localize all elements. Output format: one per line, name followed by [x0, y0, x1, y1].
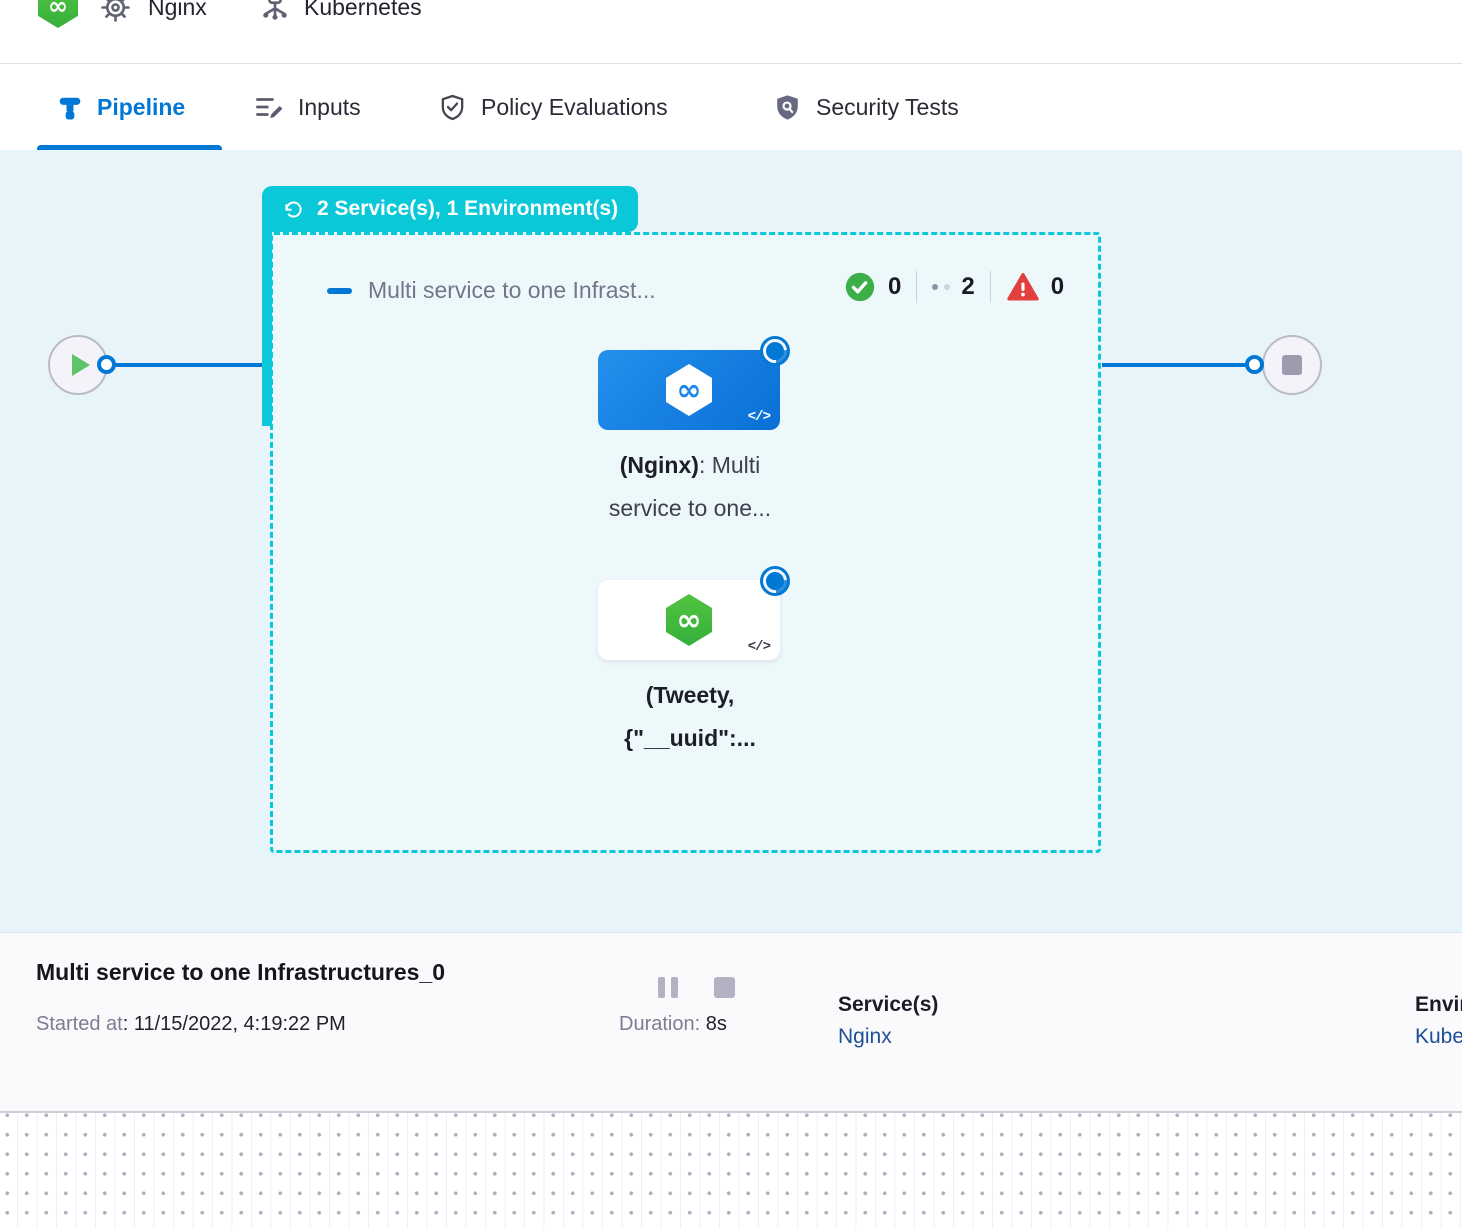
edge-connector-dot	[1245, 355, 1264, 374]
environments-column: Environment(s) Kubernetes	[1415, 993, 1462, 1049]
shield-check-icon	[438, 93, 467, 122]
stage-node-tweety[interactable]: ∞ </>	[598, 566, 790, 660]
environment-kubernetes-link[interactable]: Kubernetes	[1415, 1025, 1462, 1048]
success-count: 0	[888, 273, 902, 300]
code-icon: </>	[747, 639, 771, 655]
failed-count: 0	[1050, 273, 1065, 300]
tab-inputs-label: Inputs	[298, 93, 361, 120]
stop-icon	[1282, 355, 1302, 375]
active-tab-indicator	[37, 145, 222, 150]
running-spinner-icon	[760, 336, 790, 366]
pause-button[interactable]	[658, 977, 678, 998]
edge-stage-to-end	[1102, 363, 1250, 367]
started-at-text: Started at: 11/15/2022, 4:19:22 PM	[36, 1013, 346, 1035]
stage-node-tweety-label: (Tweety, {"__uuid":...	[624, 682, 756, 751]
breadcrumb: ∞ Nginx Kubernetes	[0, 0, 1462, 64]
divider	[916, 271, 918, 303]
tab-inputs[interactable]: Inputs	[254, 64, 361, 150]
tab-bar: Pipeline Inputs Policy Evaluations	[0, 64, 1462, 150]
pipeline-icon	[57, 94, 83, 120]
tab-security-tests[interactable]: Security Tests	[773, 64, 959, 150]
loop-icon	[282, 198, 305, 221]
warning-triangle-icon	[1006, 270, 1040, 304]
inputs-icon	[254, 93, 284, 121]
edge-connector-dot	[97, 355, 116, 374]
code-icon: </>	[747, 409, 771, 425]
tab-pipeline-label: Pipeline	[97, 93, 186, 120]
running-count: 2	[961, 273, 975, 300]
gear-icon	[99, 0, 132, 24]
execution-summary-bar: Multi service to one Infrastructures_0 S…	[0, 932, 1462, 1113]
breadcrumb-item-kubernetes[interactable]: Kubernetes	[304, 0, 422, 20]
edge-start-to-stage	[106, 363, 263, 367]
stage-title: Multi service to one Infrast...	[368, 277, 656, 303]
pipeline-end-node	[1262, 335, 1322, 395]
harness-service-icon: ∞	[666, 594, 712, 646]
tab-policy-evaluations-label: Policy Evaluations	[481, 93, 668, 120]
harness-service-icon: ∞	[666, 364, 712, 416]
stage-node-nginx-label: (Nginx): Multi service to one...	[608, 452, 772, 521]
canvas-dot-grid	[0, 1113, 1462, 1228]
shield-scan-icon	[773, 93, 802, 122]
services-label: Service(s)	[838, 993, 939, 1016]
breadcrumb-item-nginx[interactable]: Nginx	[148, 0, 207, 20]
duration-text: Duration: 8s	[619, 1013, 727, 1035]
harness-logo-icon: ∞	[38, 0, 78, 28]
stage-status-counts: 0 2 0	[843, 270, 1064, 304]
stage-node-nginx[interactable]: ∞ </>	[598, 336, 790, 430]
tab-policy-evaluations[interactable]: Policy Evaluations	[438, 64, 668, 150]
divider	[989, 271, 991, 303]
services-column: Service(s) Nginx	[838, 993, 938, 1049]
tab-security-tests-label: Security Tests	[816, 93, 959, 120]
collapse-stage-icon[interactable]	[327, 288, 352, 294]
execution-title: Multi service to one Infrastructures_0	[36, 959, 446, 985]
environments-label: Environment(s)	[1415, 993, 1462, 1016]
environment-icon	[258, 0, 292, 24]
stage-group-left-bar	[262, 230, 272, 426]
stage-group-badge[interactable]: 2 Service(s), 1 Environment(s)	[262, 186, 639, 232]
stage-group-box[interactable]	[270, 232, 1101, 853]
stage-group-badge-label: 2 Service(s), 1 Environment(s)	[317, 197, 619, 220]
tab-pipeline[interactable]: Pipeline	[57, 64, 185, 150]
service-nginx-link[interactable]: Nginx	[838, 1025, 892, 1048]
stop-button[interactable]	[714, 977, 735, 998]
running-dots-icon	[932, 284, 951, 290]
play-icon	[71, 354, 90, 376]
success-check-icon	[843, 270, 877, 304]
pipeline-canvas: 2 Service(s), 1 Environment(s) Multi ser…	[0, 150, 1462, 932]
running-spinner-icon	[760, 566, 790, 596]
pipeline-start-node	[48, 335, 108, 395]
